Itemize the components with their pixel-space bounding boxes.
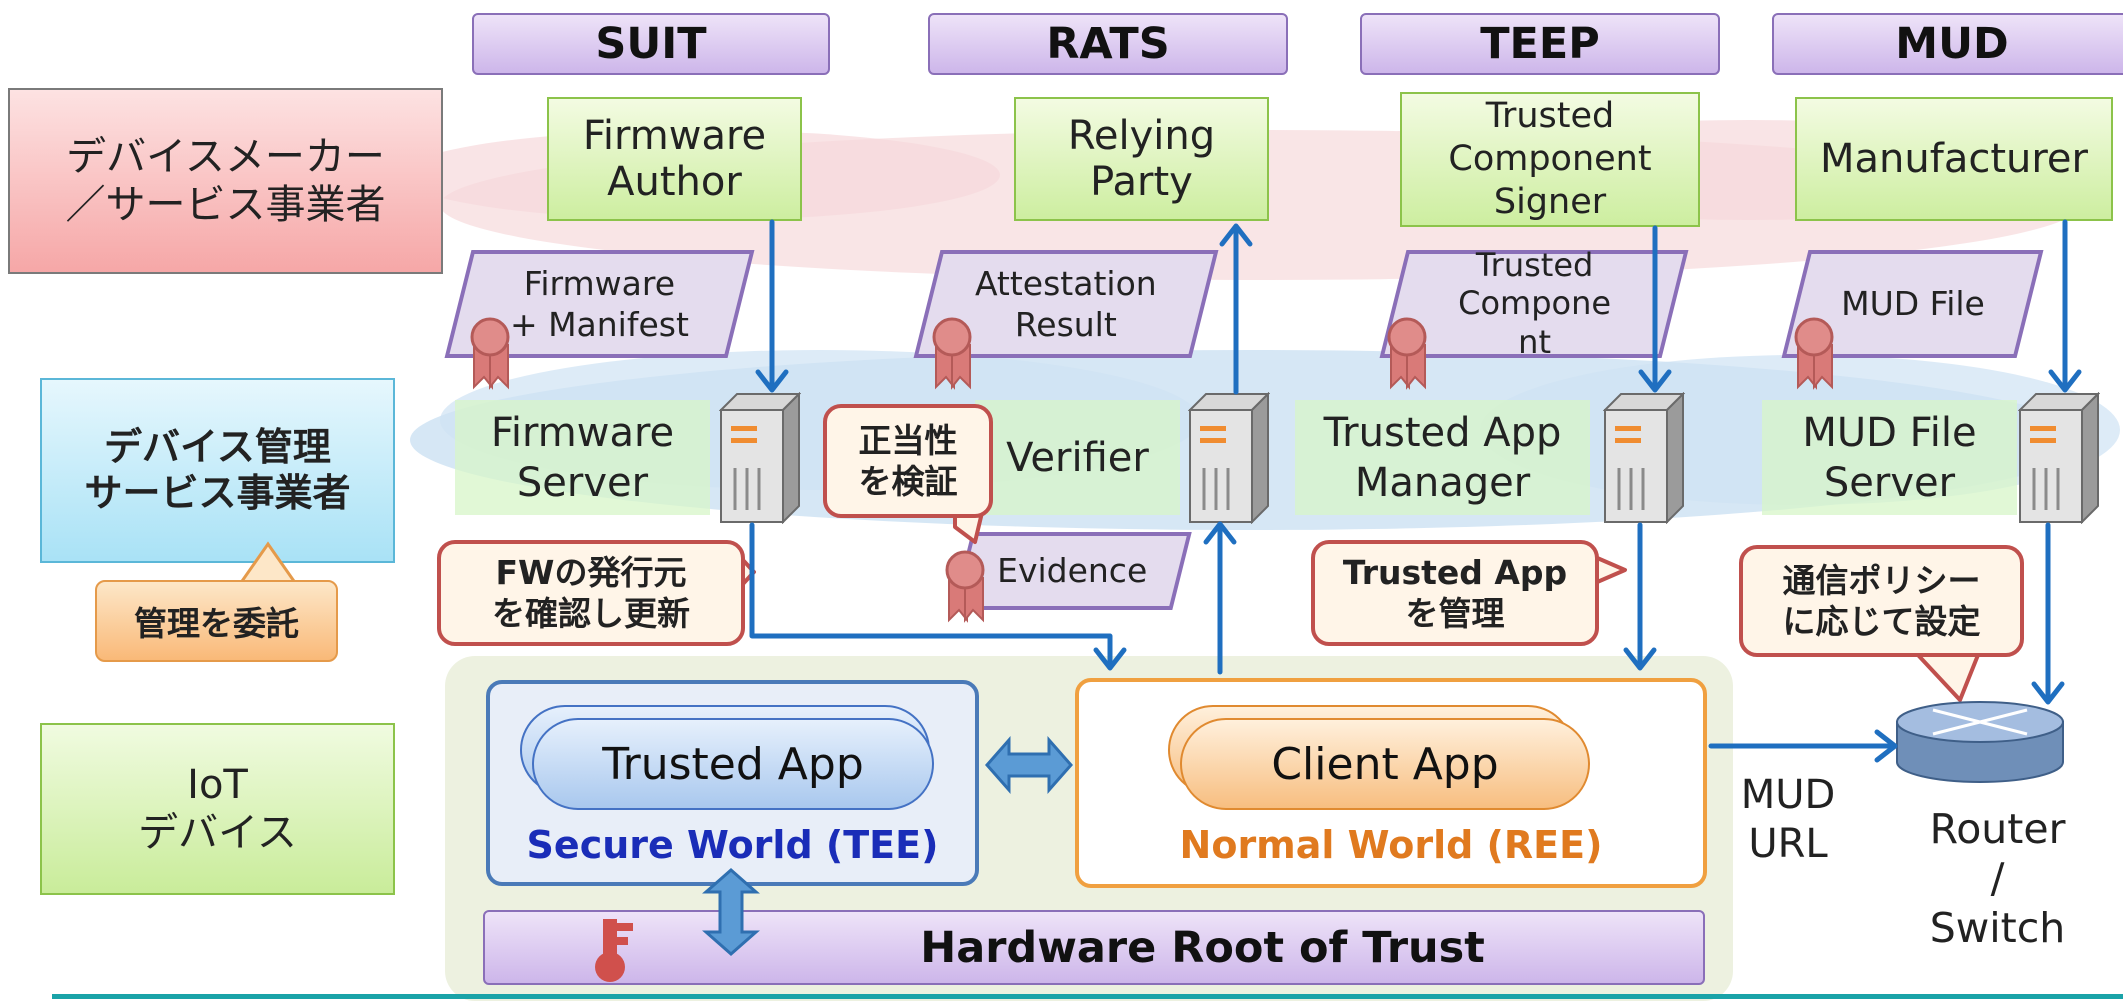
hardware-root-of-trust-bar (483, 910, 1705, 985)
bottom-accent-line (52, 994, 2123, 999)
callout-verify-firmware-issuer: FWの発行元を確認し更新 (437, 540, 745, 646)
row-label-device-maker: デバイスメーカー／サービス事業者 (8, 88, 443, 274)
server-icon (719, 392, 801, 524)
callout-verify-validity: 正当性を検証 (823, 404, 993, 518)
header-suit: SUIT (472, 13, 830, 75)
server-icon (1603, 392, 1685, 524)
server-icon (2018, 392, 2100, 524)
client-app-pill: Client App (1180, 718, 1590, 810)
router-icon (1896, 701, 2064, 783)
delegate-management-label: 管理を委託 (95, 580, 338, 662)
secure-world-label: Secure World (TEE) (526, 823, 939, 867)
row-label-device-management: デバイス管理サービス事業者 (40, 378, 395, 563)
signature-ribbon-icon (945, 550, 985, 623)
header-teep: TEEP (1360, 13, 1720, 75)
signature-ribbon-icon (470, 317, 510, 390)
header-rats: RATS (928, 13, 1288, 75)
trusted-app-pill: Trusted App (532, 718, 934, 810)
server-icon (1188, 392, 1270, 524)
manufacturer-box: Manufacturer (1795, 97, 2113, 221)
verifier-label: Verifier (975, 400, 1180, 515)
signature-ribbon-icon (1794, 317, 1834, 390)
signature-ribbon-icon (1387, 317, 1427, 390)
header-mud: MUD (1772, 13, 2123, 75)
callout-configure-by-policy: 通信ポリシーに応じて設定 (1739, 545, 2024, 657)
normal-world-label: Normal World (REE) (1179, 823, 1603, 867)
tee-ree-double-arrow-icon (985, 736, 1073, 794)
hardware-root-of-trust-label: Hardware Root of Trust (920, 922, 1485, 973)
signature-ribbon-icon (932, 317, 972, 390)
key-icon (595, 919, 633, 982)
router-switch-label: Router/Switch (1929, 805, 2066, 952)
tee-hardware-double-arrow-icon (702, 868, 760, 956)
